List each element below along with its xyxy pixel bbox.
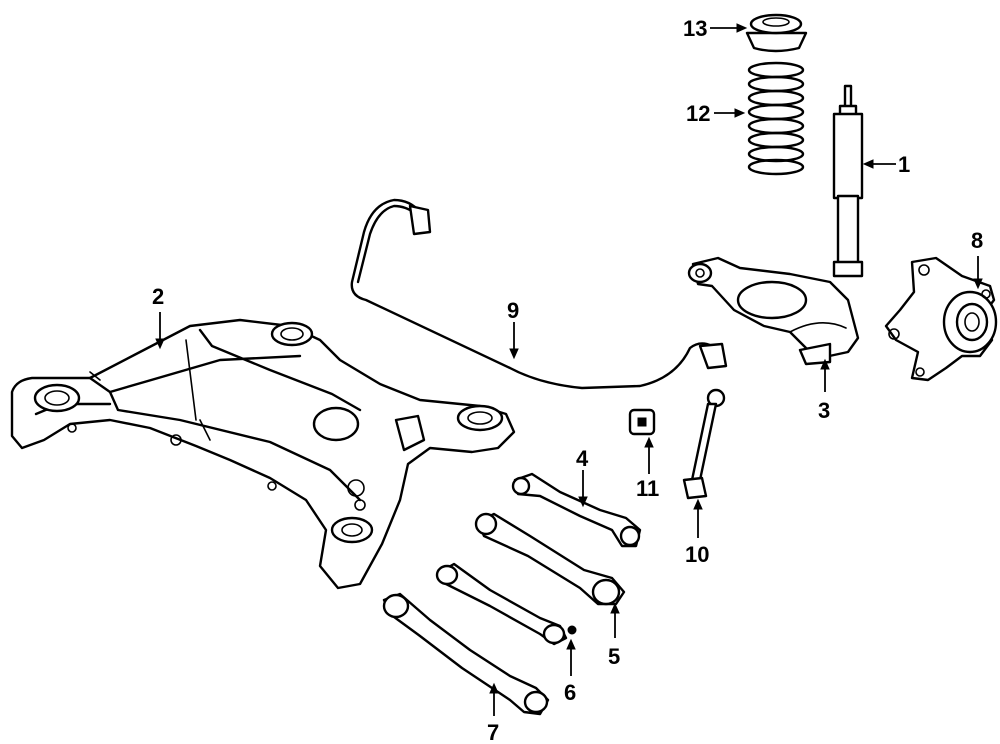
toe-link-arm: [435, 562, 577, 646]
lower-link-arm: [382, 592, 550, 716]
leader-lines: [155, 23, 983, 716]
subframe-crossmember: [10, 318, 516, 590]
callout-6: 6: [564, 680, 576, 705]
callout-12: 12: [686, 101, 710, 126]
coil-spring: [747, 61, 805, 176]
callout-4: 4: [576, 446, 589, 471]
lower-control-arm: [687, 256, 860, 366]
lateral-link-arm: [474, 512, 626, 606]
callout-3: 3: [818, 398, 830, 423]
spring-seat: [745, 13, 808, 53]
callout-11: 11: [636, 476, 659, 501]
callout-10: 10: [685, 542, 709, 567]
callout-8: 8: [971, 228, 983, 253]
callout-labels: 13 12 1 2 3 4 5 6 7 8 9 10 11: [152, 16, 983, 744]
callout-5: 5: [608, 644, 620, 669]
shock-absorber: [832, 84, 864, 278]
stabilizer-bar: [350, 198, 728, 390]
upper-link-arm: [511, 472, 642, 548]
stabilizer-link: [682, 388, 726, 500]
callout-7: 7: [487, 720, 499, 744]
callout-9: 9: [507, 298, 519, 323]
callout-13: 13: [683, 16, 707, 41]
callout-1: 1: [898, 152, 910, 177]
callout-2: 2: [152, 284, 164, 309]
steering-knuckle-hub: [884, 256, 998, 382]
stabilizer-bushing: [628, 408, 656, 436]
